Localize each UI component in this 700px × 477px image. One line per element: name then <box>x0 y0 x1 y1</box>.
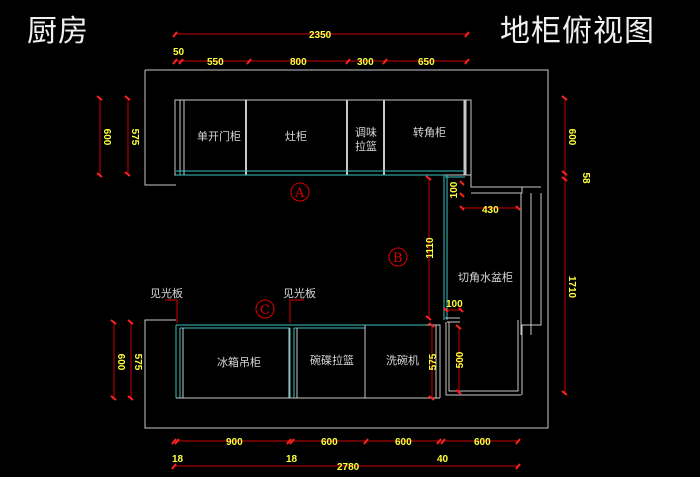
marker-circle <box>388 247 408 267</box>
dim-top-300: 300 <box>357 57 374 68</box>
walls <box>144 69 549 429</box>
dim-top-total: 2350 <box>309 30 332 41</box>
bottom-cabinet-run <box>175 324 441 399</box>
dimension-ticks <box>96 31 568 470</box>
dim-bottom-40: 40 <box>437 454 449 465</box>
label-seasoning-line2: 拉篮 <box>355 139 377 153</box>
outer-wall <box>144 69 549 429</box>
top-cabinet-run <box>174 99 472 176</box>
dim-mid-100-top: 100 <box>449 181 460 198</box>
tick-marks-bottom <box>171 438 521 470</box>
sink-outline <box>448 320 519 392</box>
marker-letter: A <box>294 186 305 201</box>
tick-marks-middle <box>425 175 521 401</box>
marker-letter: C <box>260 303 270 318</box>
label-stove-cabinet: 灶柜 <box>285 130 307 143</box>
tick-marks-right <box>561 95 568 396</box>
marker-c: C <box>255 299 275 319</box>
dim-mid-430: 430 <box>482 205 499 216</box>
label-dishwasher: 洗碗机 <box>386 353 419 367</box>
dim-bottom-900: 900 <box>226 437 243 448</box>
marker-circle <box>290 182 310 202</box>
dim-bottom-18-b: 18 <box>286 454 298 465</box>
label-sink-cabinet: 切角水盆柜 <box>458 270 513 284</box>
label-seasoning-line1: 调味 <box>355 126 377 139</box>
dim-bottom-600-b: 600 <box>395 437 412 448</box>
marker-a: A <box>290 182 310 202</box>
tick-marks-top <box>172 31 470 65</box>
dim-left-575-lower: 575 <box>132 354 143 371</box>
dim-top-50: 50 <box>173 47 185 58</box>
dim-top-650: 650 <box>418 57 435 68</box>
cabinet-outline <box>176 324 441 399</box>
dim-bottom-18-a: 18 <box>172 454 184 465</box>
callout-leader-right <box>289 299 304 323</box>
dim-left-575-upper: 575 <box>129 129 140 146</box>
callout-light-panel-left: 见光板 <box>150 286 183 300</box>
dim-right-58: 58 <box>580 172 591 184</box>
sink-outline <box>445 322 521 396</box>
dim-bottom-total: 2780 <box>337 462 360 473</box>
dim-bottom-600-a: 600 <box>321 437 338 448</box>
dim-bottom-600-c: 600 <box>474 437 491 448</box>
marker-b: B <box>388 247 408 267</box>
right-wall-steps <box>470 100 542 395</box>
dim-mid-500: 500 <box>455 351 466 368</box>
marker-letter: B <box>393 251 403 266</box>
dim-left-600-lower: 600 <box>115 354 126 371</box>
top-cabinet-front-edge <box>176 170 465 176</box>
dim-top-800: 800 <box>290 57 307 68</box>
sink-cabinet <box>443 175 521 396</box>
edge-line <box>176 324 426 329</box>
dim-left-600-upper: 600 <box>101 129 112 146</box>
title-base-cabinet-plan: 地柜俯视图 <box>500 14 655 49</box>
edge-line <box>175 325 295 398</box>
dim-mid-100-bottom: 100 <box>446 299 463 310</box>
label-dish-basket: 碗碟拉篮 <box>310 353 354 367</box>
tick-marks-left <box>96 95 134 401</box>
label-corner-cabinet: 转角柜 <box>413 125 446 139</box>
dim-top-550: 550 <box>207 57 224 68</box>
dim-right-1710: 1710 <box>566 276 577 299</box>
label-single-door-cabinet: 单开门柜 <box>197 129 241 143</box>
dim-mid-575: 575 <box>428 353 439 370</box>
callout-leader-left <box>165 299 178 323</box>
dim-mid-1110: 1110 <box>425 237 436 259</box>
dimension-lines <box>99 33 566 467</box>
label-fridge-cabinet: 冰箱吊柜 <box>217 355 261 369</box>
marker-circle <box>255 299 275 319</box>
callout-light-panel-right: 见光板 <box>283 286 316 300</box>
title-kitchen: 厨房 <box>27 14 89 49</box>
dim-right-600: 600 <box>566 129 577 146</box>
